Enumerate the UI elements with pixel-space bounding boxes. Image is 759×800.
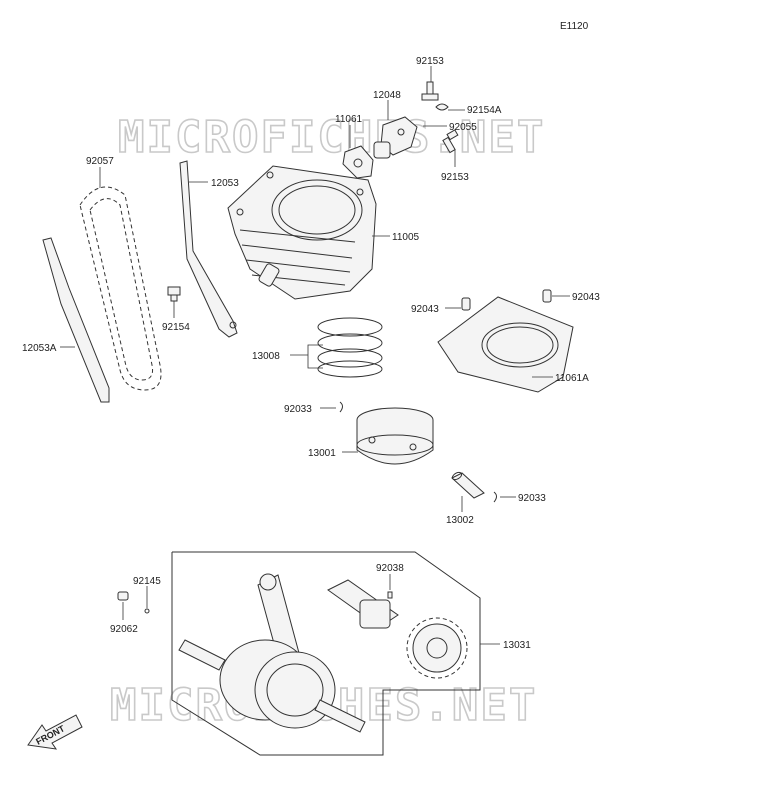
- label-92038: 92038: [376, 563, 404, 574]
- clip-92062-drawing: [117, 591, 129, 601]
- label-13008: 13008: [252, 351, 280, 362]
- label-92043-left: 92043: [411, 304, 439, 315]
- crankshaft-13031-drawing: [178, 573, 366, 733]
- dowel-92043-right-drawing: [542, 289, 552, 303]
- label-92033-right: 92033: [518, 493, 546, 504]
- cylinder-11005-drawing: [227, 165, 377, 300]
- washer-92154a-drawing: [435, 103, 449, 111]
- chain-guide-12053-drawing: [179, 160, 238, 338]
- label-92055: 92055: [449, 122, 477, 133]
- label-92062: 92062: [110, 624, 138, 635]
- diagram-code: E1120: [560, 21, 589, 32]
- label-11061a: 11061A: [555, 373, 589, 384]
- label-92153-top: 92153: [416, 56, 444, 67]
- gear-drawing: [406, 617, 468, 679]
- label-13001: 13001: [308, 448, 336, 459]
- label-92153-lower: 92153: [441, 172, 469, 183]
- circlip-92033-right-drawing: [493, 491, 497, 503]
- base-gasket-11061a-drawing: [437, 296, 574, 393]
- label-11061: 11061: [335, 114, 363, 125]
- piston-13001-drawing: [356, 407, 434, 465]
- label-11005: 11005: [392, 232, 420, 243]
- bolt-92153-top-drawing: [421, 81, 439, 101]
- crankshaft-assembly-frame: [171, 551, 481, 756]
- gasket-11061-drawing: [342, 145, 374, 179]
- balancer-drawing: [327, 579, 399, 629]
- label-92033-left: 92033: [284, 404, 312, 415]
- pin-92145-drawing: [144, 608, 150, 614]
- label-92145: 92145: [133, 576, 161, 587]
- piston-pin-13002-drawing: [451, 471, 485, 499]
- label-13002: 13002: [446, 515, 474, 526]
- front-arrow-icon: [27, 714, 83, 750]
- plug-92154-drawing: [167, 286, 181, 302]
- label-12053: 12053: [211, 178, 239, 189]
- label-92057: 92057: [86, 156, 114, 167]
- key-92038-drawing: [387, 591, 393, 599]
- label-12048: 12048: [373, 90, 401, 101]
- cam-chain-92057-drawing: [79, 186, 162, 391]
- chain-guide-12053a-drawing: [42, 237, 110, 403]
- label-13031: 13031: [503, 640, 531, 651]
- label-92154a: 92154A: [467, 105, 502, 116]
- label-92043-right: 92043: [572, 292, 600, 303]
- circlip-92033-left-drawing: [339, 401, 343, 413]
- watermark-top: MICROFICHES.NET: [118, 112, 545, 163]
- label-12053a: 12053A: [22, 343, 57, 354]
- piston-rings-13008-drawing: [317, 317, 383, 378]
- bolt-92153-lower-drawing: [442, 129, 459, 154]
- label-92154: 92154: [162, 322, 190, 333]
- tensioner-12048-drawing: [373, 116, 418, 159]
- dowel-92043-left-drawing: [461, 297, 471, 311]
